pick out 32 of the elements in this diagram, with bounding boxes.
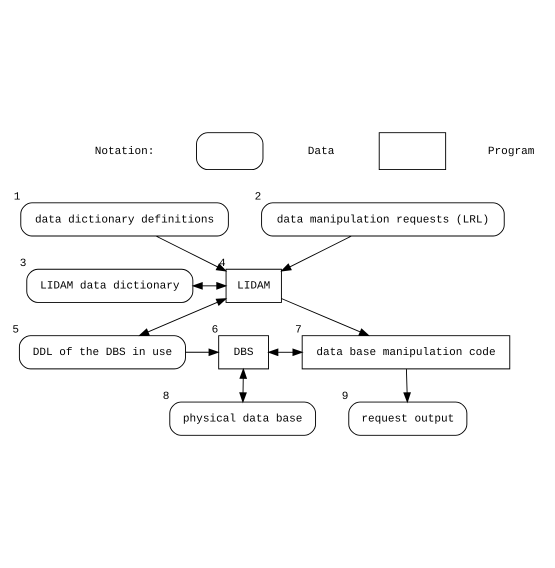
node-label: 2 [254, 192, 262, 204]
label: Notation: [94, 146, 154, 158]
legend-label: Data [308, 146, 334, 158]
node-label: 9 [342, 390, 348, 403]
node-box: DBS [218, 335, 269, 370]
arrow [185, 348, 220, 356]
node-box: data base manipulation code [302, 335, 510, 370]
arrow [239, 368, 248, 404]
node-box [196, 132, 264, 170]
arrow [403, 368, 411, 404]
arrow [138, 298, 228, 336]
node-box: LIDAM data dictionary [26, 268, 194, 303]
arrow [156, 236, 228, 272]
node-box: request output [348, 402, 468, 436]
node-box: physical data base [169, 402, 316, 436]
node-box: data manipulation requests (LRL) [261, 202, 505, 236]
node-box: LIDAM [226, 268, 282, 303]
node-box: data dictionary definitions [20, 202, 229, 236]
node-label: 6 [212, 324, 218, 337]
arrow [281, 298, 370, 336]
node-box [378, 132, 446, 170]
node-box: DDL of the DBS in use [18, 335, 186, 370]
node-label: 3 [20, 258, 26, 270]
node-label: 4 [219, 258, 226, 270]
arrow [267, 348, 304, 356]
arrow [280, 236, 352, 272]
node-label: 1 [14, 192, 20, 204]
node-label: 7 [295, 324, 302, 337]
node-label: 5 [12, 324, 20, 337]
arrow [192, 282, 228, 290]
legend-label: Program [488, 146, 534, 158]
node-label: 8 [162, 390, 170, 403]
